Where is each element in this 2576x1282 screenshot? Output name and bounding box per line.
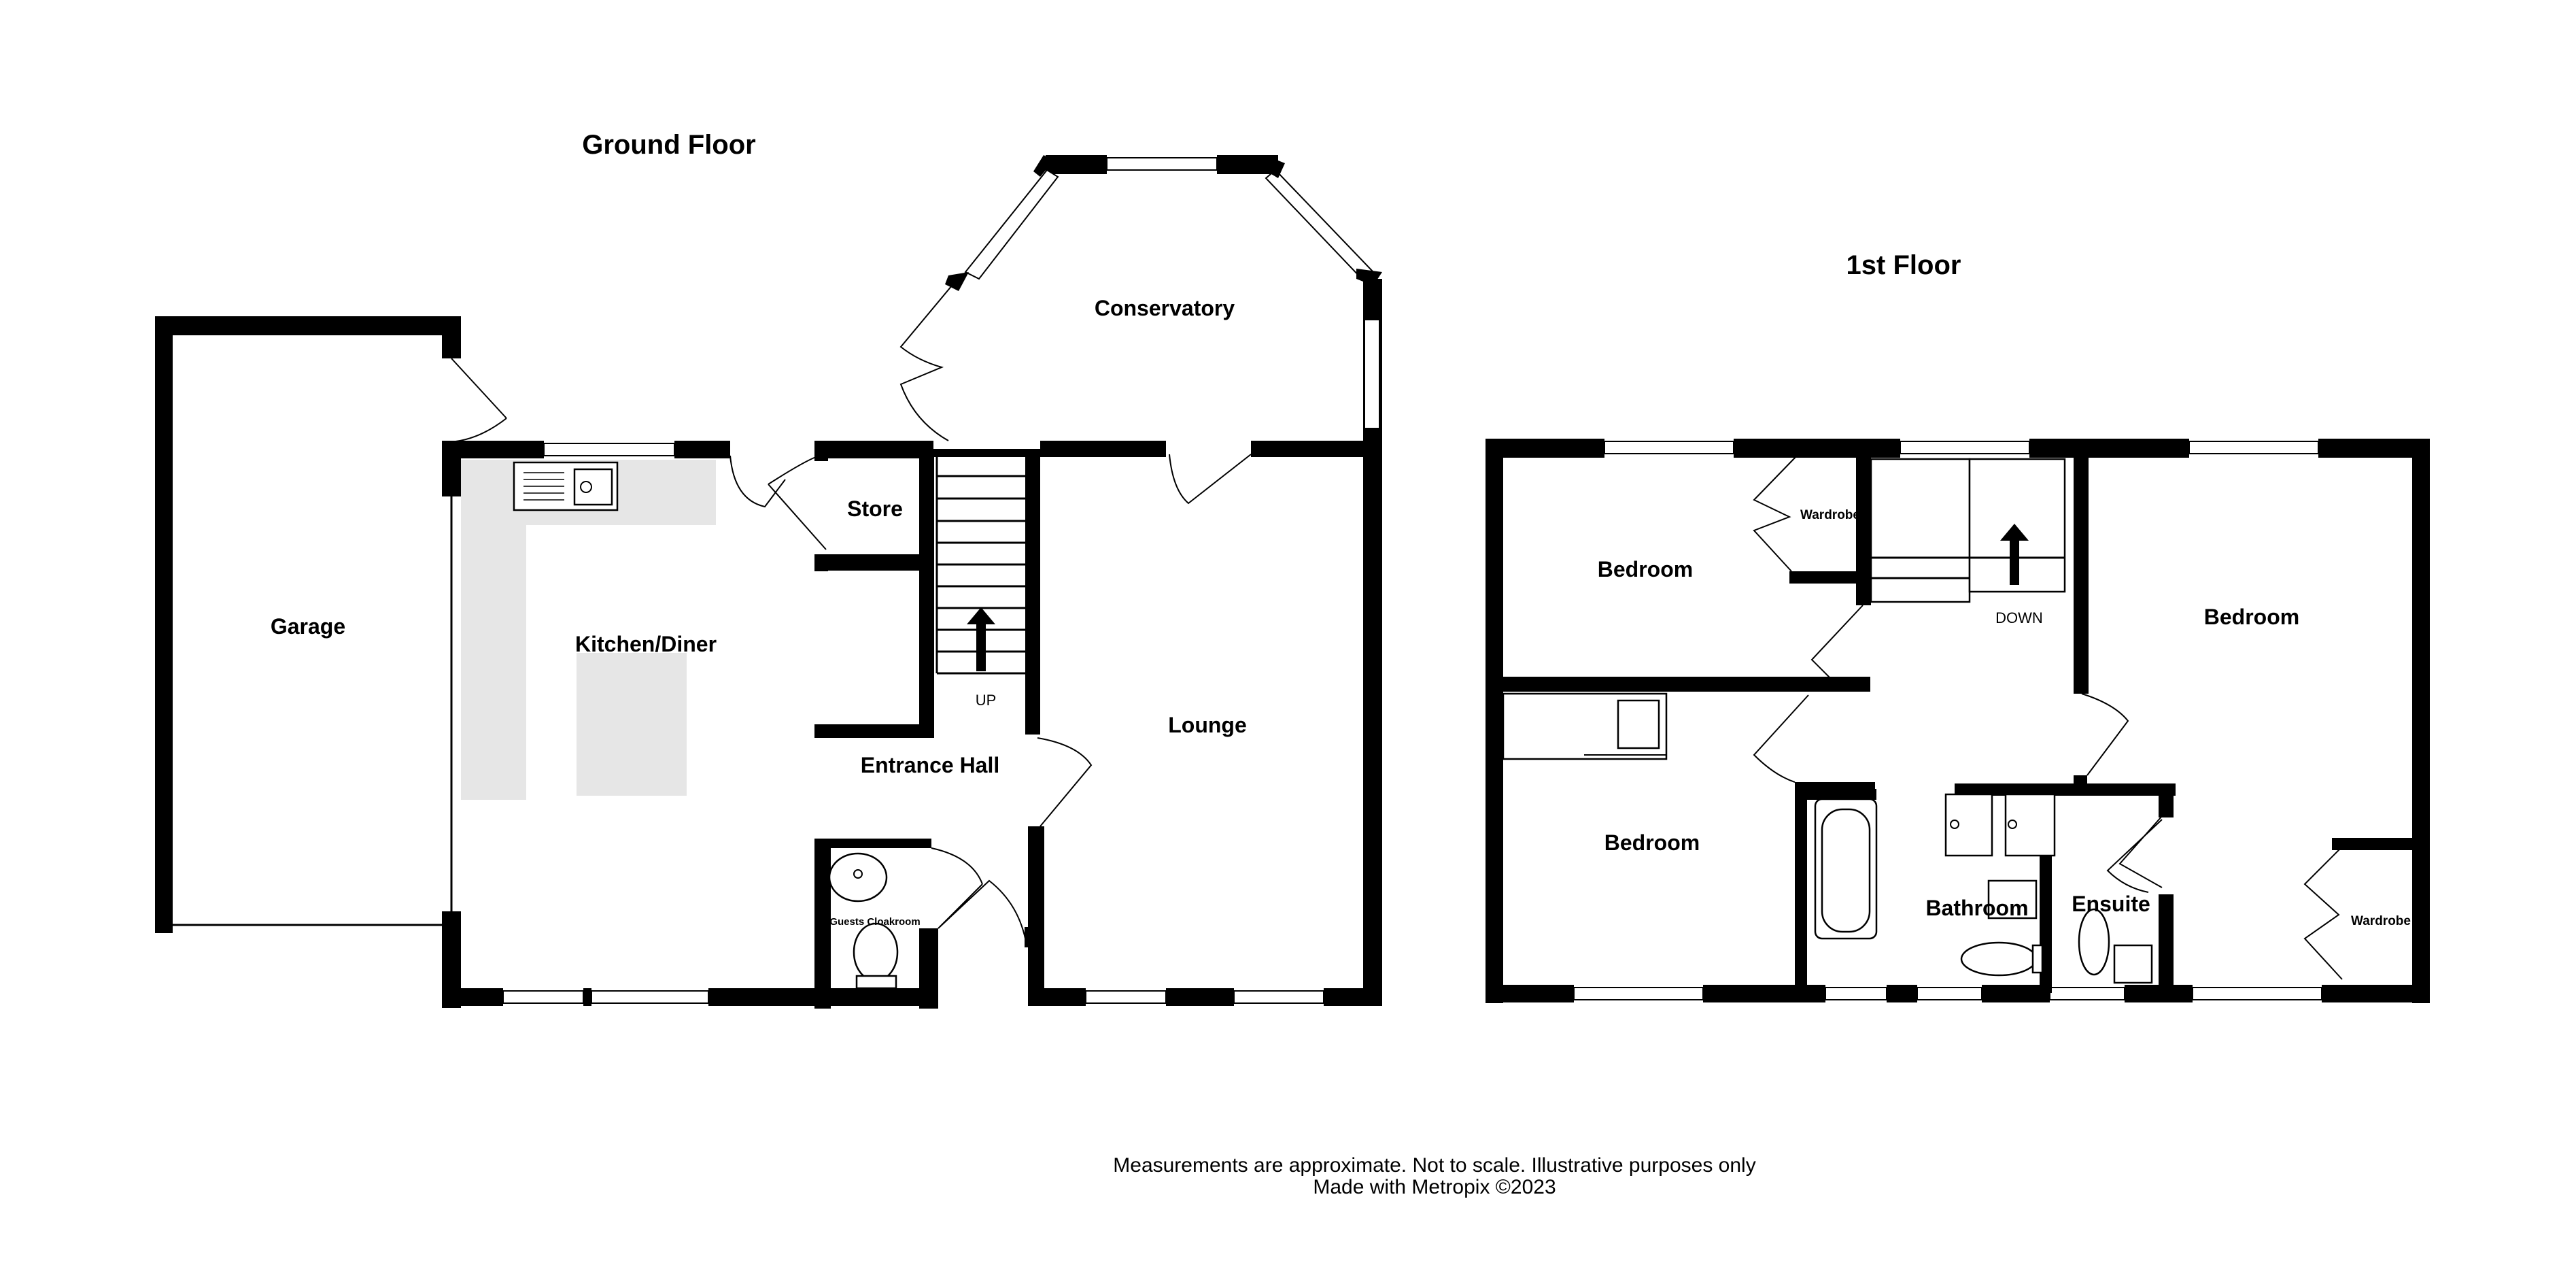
conservatory-walls (899, 155, 1382, 1003)
room-label-cloakroom: Guests Cloakroom (829, 916, 920, 928)
cloakroom-wc (853, 922, 899, 982)
room-label-bedroom-3: Bedroom (2204, 605, 2299, 629)
bathroom-wc (1960, 941, 2038, 977)
first-floor-bottom-wall (1486, 985, 2430, 1002)
bedroom-2-walls (1502, 682, 1875, 993)
footer-disclaimer: Measurements are approximate. Not to sca… (1113, 1154, 1755, 1177)
first-floor-staircase (1856, 456, 2129, 776)
room-label-ensuite: Ensuite (2072, 892, 2150, 916)
ground-floor-plan (155, 155, 1382, 1009)
basin-1 (1944, 793, 1993, 857)
room-label-store: Store (847, 496, 903, 521)
first-floor-title: 1st Floor (1847, 250, 1961, 280)
ground-staircase (814, 449, 1040, 738)
room-label-bedroom-2: Bedroom (1604, 830, 1700, 855)
room-label-bedroom-1: Bedroom (1598, 557, 1693, 581)
garage-walls (155, 316, 507, 933)
bathroom-cabinet (1987, 879, 2038, 920)
lounge-walls (1028, 737, 1382, 1006)
store-walls (768, 441, 934, 735)
room-label-bathroom: Bathroom (1925, 896, 2028, 920)
first-floor-top-wall (1486, 439, 2428, 458)
bathroom-walls (1795, 783, 2176, 993)
ground-floor-title: Ground Floor (582, 130, 756, 160)
cloakroom-walls (814, 839, 1044, 1009)
room-label-wardrobe-1: Wardrobe (1800, 508, 1860, 522)
room-label-garage: Garage (271, 614, 345, 639)
ensuite-wc (2078, 908, 2110, 976)
room-label-kitchen: Kitchen/Diner (575, 632, 717, 656)
stairs-down-label: DOWN (1995, 609, 2043, 626)
footer-credit: Made with Metropix ©2023 (1313, 1176, 1556, 1198)
room-label-conservatory: Conservatory (1095, 296, 1235, 320)
basin-2 (2004, 793, 2056, 857)
kitchen-worktops (461, 460, 716, 800)
first-floor-right-wall (2412, 439, 2430, 1003)
first-floor-plan (1486, 439, 2430, 1003)
room-label-lounge: Lounge (1168, 713, 1247, 737)
ensuite-basin (2113, 944, 2153, 984)
stairs-up-label: UP (976, 692, 997, 709)
room-label-entrance-hall: Entrance Hall (861, 753, 1000, 777)
room-label-wardrobe-2: Wardrobe (2351, 914, 2411, 928)
first-floor-left-wall (1486, 439, 1503, 1003)
